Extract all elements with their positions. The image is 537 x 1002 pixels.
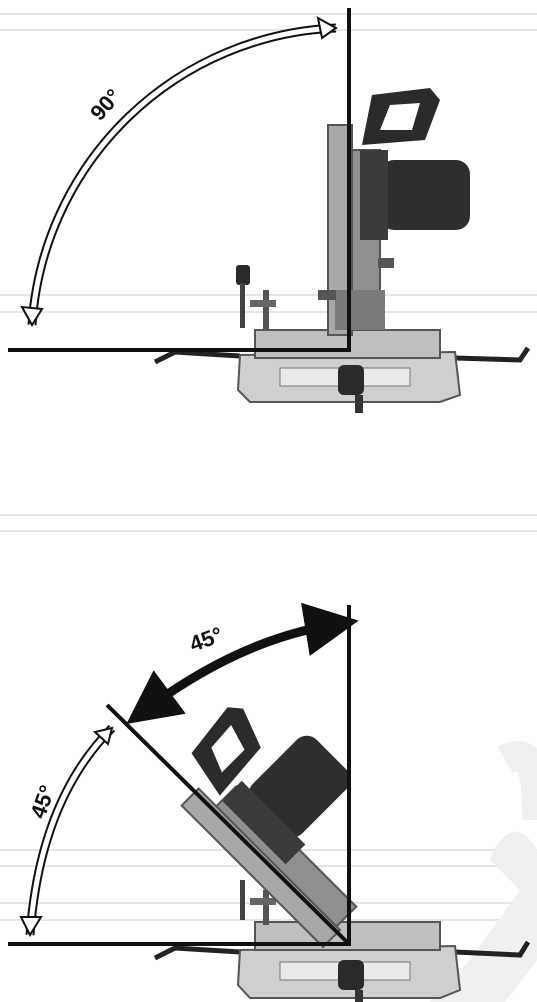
- double-arrow-icon: [20, 16, 338, 327]
- angle-label-45-upper: 45°: [186, 622, 226, 657]
- figure-bevel-45: 45° 45°: [8, 602, 531, 1002]
- bevel-line-45: [105, 703, 351, 946]
- miter-saw-upright-icon: [153, 88, 531, 413]
- watermark-shape: [430, 831, 537, 1002]
- miter-saw-tilted-icon: [153, 707, 531, 1002]
- watermark-arc: [497, 741, 537, 820]
- figure-bevel-90: 90°: [8, 8, 531, 413]
- double-arrow-solid-icon: [126, 602, 359, 725]
- double-arrow-outline-icon: [19, 724, 116, 938]
